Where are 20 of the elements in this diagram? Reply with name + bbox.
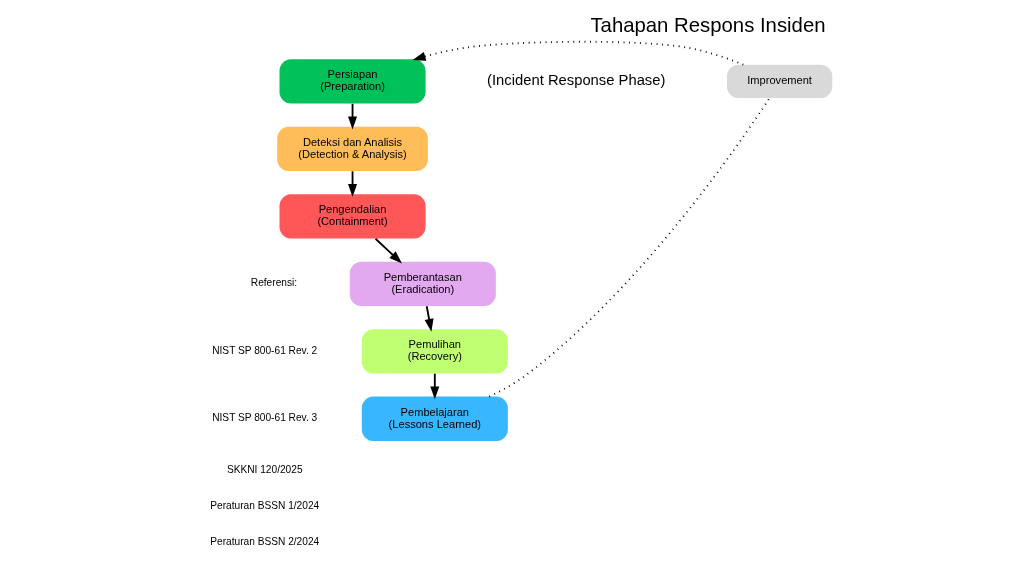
- label: Referensi:: [250, 277, 298, 289]
- label: (Incident Response Phase): [487, 71, 666, 88]
- arrow: [412, 40, 745, 66]
- node-box: Pengendalian (Containment): [279, 194, 426, 239]
- node-box: Deteksi dan Analisis (Detection & Analysis): [277, 126, 428, 172]
- arrow: [424, 305, 434, 332]
- arrow: [374, 237, 403, 264]
- node-box: Pemberantasan (Eradication): [349, 261, 496, 306]
- label: Peraturan BSSN 1/2024: [210, 500, 320, 512]
- label: NIST SP 800-61 Rev. 3: [212, 412, 318, 424]
- diagram-title: Tahapan Respons Insiden: [590, 14, 826, 37]
- label: NIST SP 800-61 Rev. 2: [212, 344, 318, 356]
- node-box: Pembelajaran (Lessons Learned): [361, 396, 508, 441]
- label: Peraturan BSSN 2/2024: [210, 536, 320, 548]
- connector: [488, 97, 771, 398]
- node-box: Pemulihan (Recovery): [361, 329, 508, 374]
- node-box: Persiapan (Preparation): [279, 59, 426, 104]
- label: SKKNI 120/2025: [226, 464, 303, 476]
- node-box: Improvement: [726, 64, 833, 99]
- arrow: [430, 372, 440, 400]
